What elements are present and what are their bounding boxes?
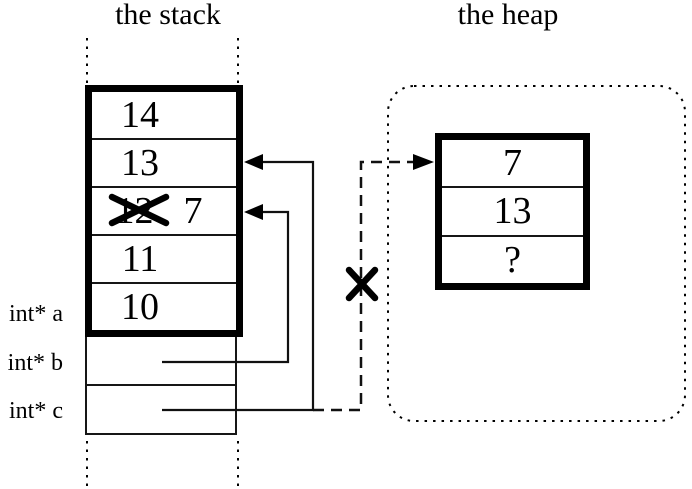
- var-label-int-b: int* b: [7, 350, 63, 376]
- stack-cell-old-value: 12: [115, 190, 154, 232]
- stack-cell-13-value: 13: [121, 142, 159, 184]
- heap-cell-unknown: ?: [442, 237, 583, 283]
- dangling-pointer-arrowhead-icon: [413, 154, 434, 170]
- pointer-row-b: [87, 337, 235, 386]
- stack-cell-overwritten: 12 7: [92, 188, 236, 236]
- stack-cell-new-value: 7: [183, 190, 203, 232]
- pointer-b-arrowhead-icon: [244, 204, 263, 220]
- heap-block-box: 7 13 ?: [435, 133, 590, 290]
- var-label-int-a: int* a: [9, 301, 63, 327]
- stack-frame-box: 14 13 12 7 11 10: [85, 85, 243, 337]
- stack-cell-10: 10: [92, 284, 236, 330]
- stack-cell-10-value: 10: [121, 286, 159, 328]
- stack-cell-11-value: 11: [121, 238, 159, 280]
- stack-cell-13: 13: [92, 140, 236, 188]
- dangling-pointer-dashed-line: [313, 160, 413, 412]
- stack-cell-14: 14: [92, 92, 236, 140]
- stack-cell-14-value: 14: [121, 94, 159, 136]
- stack-cell-11: 11: [92, 236, 236, 284]
- heap-cell-7-value: 7: [503, 142, 522, 185]
- stack-title: the stack: [115, 0, 221, 31]
- heap-cell-7: 7: [442, 140, 583, 189]
- heap-cell-13: 13: [442, 188, 583, 237]
- pointer-row-c: [87, 386, 235, 433]
- pointer-variable-rows: [85, 337, 237, 435]
- heap-cell-unknown-value: ?: [504, 238, 521, 281]
- heap-cell-13-value: 13: [493, 190, 532, 233]
- pointer-c-arrowhead-icon: [244, 154, 263, 170]
- var-label-int-c: int* c: [9, 398, 63, 424]
- invalid-pointer-x-icon: [345, 266, 379, 302]
- heap-title: the heap: [457, 0, 559, 31]
